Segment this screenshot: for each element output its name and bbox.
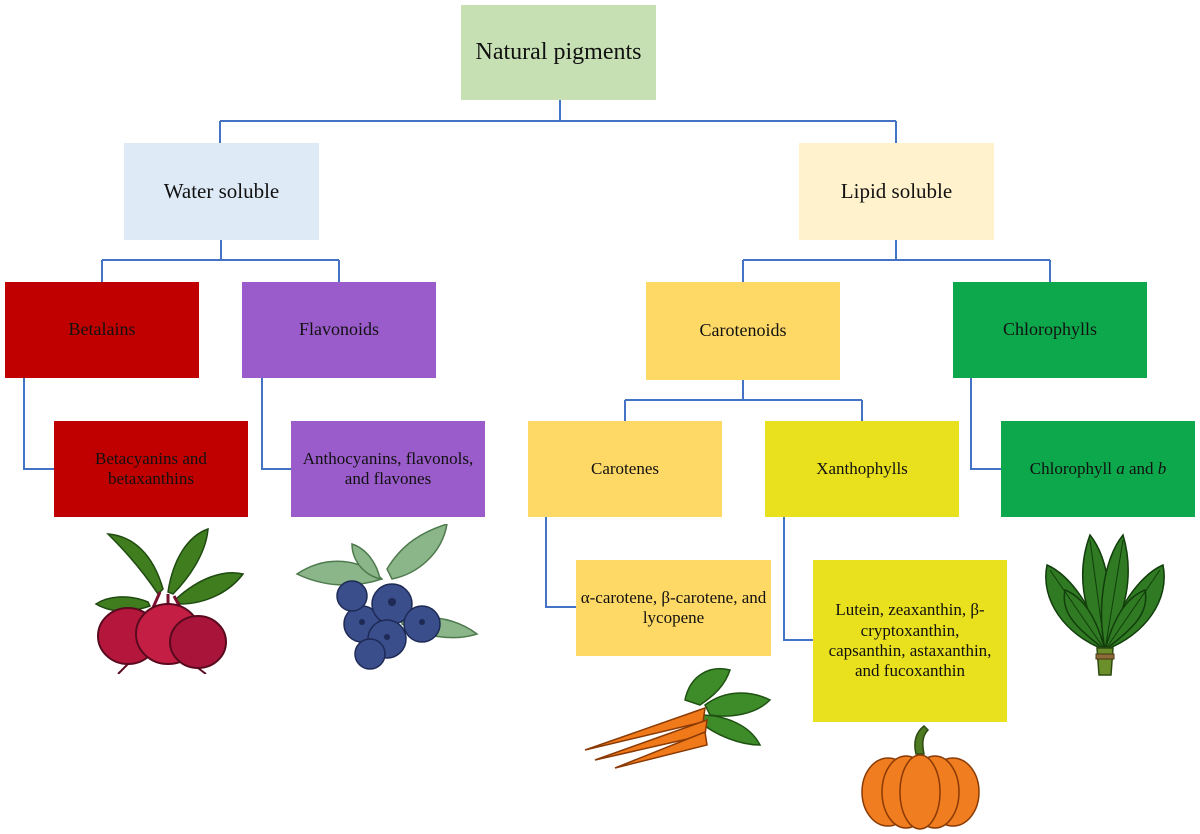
flavonoids-label: Flavonoids (298, 319, 379, 340)
root-label: Natural pigments (475, 39, 642, 66)
root-box: Natural pigments (461, 5, 656, 100)
chlorophyll-prefix: Chlorophyll (1029, 458, 1117, 478)
chlorophyll-a: a (1116, 458, 1125, 478)
flavonoids-box: Flavonoids (242, 282, 436, 378)
spinach-icon (1045, 533, 1165, 676)
carrot-icon (584, 668, 772, 769)
connector-carotenoids (624, 380, 863, 421)
betacyanins-box: Betacyanins and betaxanthins (54, 421, 248, 517)
connector-lipid (742, 240, 1051, 282)
lipid-soluble-box: Lipid soluble (799, 143, 994, 240)
carotenoids-label: Carotenoids (699, 320, 787, 341)
connector-root (219, 100, 897, 143)
betalains-box: Betalains (5, 282, 199, 378)
carotenoids-box: Carotenoids (646, 282, 840, 380)
connector-carotenes (545, 517, 577, 608)
blueberry-icon (295, 524, 479, 670)
xanthophyll-examples-box: Lutein, zeaxanthin, β-cryptoxanthin, cap… (813, 560, 1007, 722)
connector-betalains (23, 378, 54, 470)
chlorophyll-b: b (1157, 458, 1167, 478)
water-soluble-label: Water soluble (163, 178, 280, 203)
carotenes-box: Carotenes (528, 421, 722, 517)
chlorophyll-ab-label: Chlorophyll a and b (1030, 459, 1166, 479)
anthocyanins-label: Anthocyanins, flavonols, and flavones (302, 448, 474, 488)
xanthophylls-box: Xanthophylls (765, 421, 959, 517)
lipid-soluble-label: Lipid soluble (840, 178, 953, 203)
chlorophyll-and: and (1124, 458, 1158, 478)
betacyanins-label: Betacyanins and betaxanthins (95, 448, 207, 488)
chlorophylls-box: Chlorophylls (953, 282, 1147, 378)
connector-water (101, 240, 340, 282)
water-soluble-box: Water soluble (124, 143, 319, 240)
chlorophyll-ab-box: Chlorophyll a and b (1001, 421, 1195, 517)
carotene-examples-box: α-carotene, β-carotene, and lycopene (576, 560, 771, 656)
betalains-label: Betalains (68, 319, 136, 340)
connector-flavonoids (261, 378, 291, 470)
carotene-examples-label: α-carotene, β-carotene, and lycopene (580, 587, 767, 627)
chlorophylls-label: Chlorophylls (1002, 319, 1097, 340)
xanthophylls-label: Xanthophylls (816, 458, 908, 478)
anthocyanins-box: Anthocyanins, flavonols, and flavones (291, 421, 485, 517)
carotenes-label: Carotenes (591, 458, 659, 478)
connector-chlorophylls (970, 378, 1001, 470)
xanthophyll-examples-label: Lutein, zeaxanthin, β-cryptoxanthin, cap… (828, 600, 992, 681)
pumpkin-icon (861, 725, 980, 830)
connector-xanthophylls (783, 517, 813, 641)
beetroot-icon (94, 527, 245, 674)
